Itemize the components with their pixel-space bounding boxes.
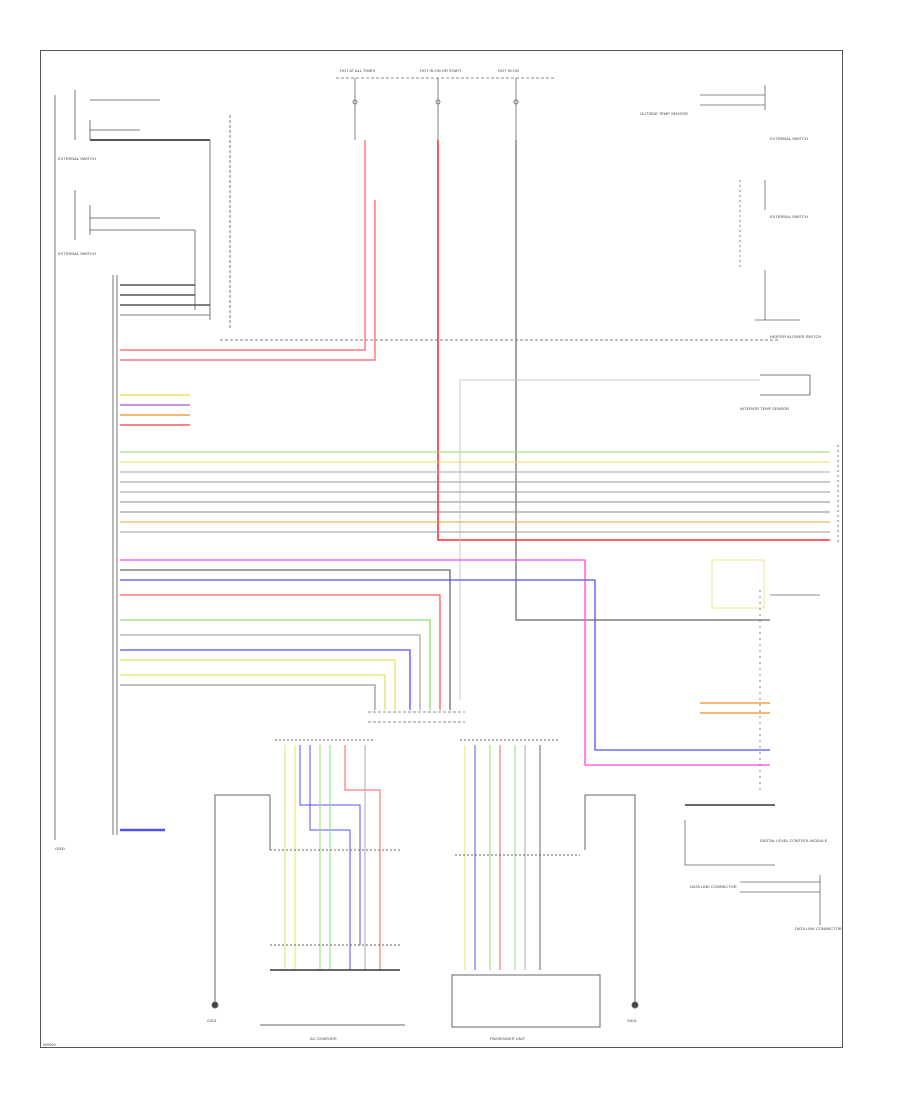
lower-harness <box>120 559 770 766</box>
main-connector-bus <box>54 95 118 840</box>
interior-temp-sensor-label: INTERIOR TEMP SENSOR <box>740 406 789 411</box>
external-switch-upper <box>74 90 211 320</box>
junction-connector <box>368 711 465 723</box>
ground-right <box>584 794 639 1009</box>
data-link-connector-label-2: DATA LINK CONNECTOR <box>795 926 842 931</box>
heater-blower-switch-label: HEATER BLOWER SWITCH <box>770 334 821 339</box>
ground-label-left: G401 <box>207 1018 218 1023</box>
left-margin-label: G000 <box>55 846 66 851</box>
data-link-connector-label-1: DATA LINK CONNECTOR <box>690 884 737 889</box>
right-module <box>451 739 601 1028</box>
left-stub-wires <box>120 394 190 832</box>
external-switch-right-label-1: EXTERNAL SWITCH <box>770 136 808 141</box>
right-module-label: PASSENGER UNIT <box>490 1036 526 1041</box>
signal-harness-right <box>120 451 830 533</box>
outside-temp-sensor-label: OUTSIDE TEMP SENSOR <box>640 111 688 116</box>
external-switch-label-1: EXTERNAL SWITCH <box>58 156 96 161</box>
external-switch-lower <box>74 115 780 341</box>
fuse-label-3: HOT IN ON <box>498 68 519 73</box>
external-switch-right-label-2: EXTERNAL SWITCH <box>770 214 808 219</box>
left-module-label: AC CHARGER <box>310 1036 337 1041</box>
left-module <box>260 739 405 1026</box>
ground-label-right: G401 <box>627 1018 638 1023</box>
red-power-wires <box>120 140 830 621</box>
fuse-label-2: HOT IN ON OR START <box>420 68 462 73</box>
right-connector <box>459 374 839 700</box>
ground-left <box>211 794 271 1009</box>
fuse-label-1: HOT AT ALL TIMES <box>340 68 375 73</box>
corner-label: W0000 <box>43 1042 56 1047</box>
diagram-frame <box>40 50 843 1048</box>
fuse-block <box>336 77 556 140</box>
digital-level-control-label: DIGITAL LEVEL CONTROL MODULE <box>760 838 828 843</box>
external-switch-label-2: EXTERNAL SWITCH <box>58 251 96 256</box>
right-components <box>684 85 821 925</box>
